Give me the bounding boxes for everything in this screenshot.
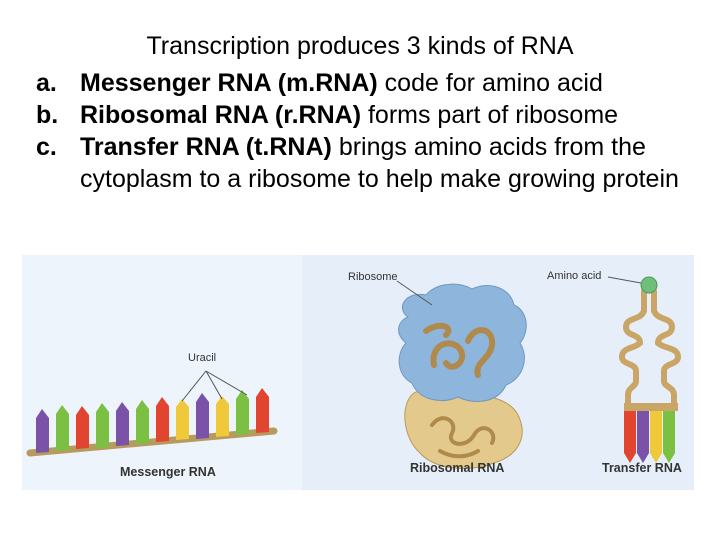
mrna-base-red: [156, 397, 169, 442]
uracil-base: [176, 399, 189, 440]
mrna-base-purple: [196, 393, 209, 439]
ribosomal-rna-strand-lower: [430, 416, 496, 459]
ribosome: Ribosome Ribosomal RNA: [348, 271, 527, 475]
slide-title: Transcription produces 3 kinds of RNA: [146, 32, 574, 60]
mrna-base-purple: [36, 409, 49, 453]
messenger-rna-caption: Messenger RNA: [120, 465, 216, 479]
ribosomal-rna-strand-upper: [423, 322, 496, 378]
rna-illustration: Uracil Messenger RNA Ribosome Ribosomal …: [22, 255, 694, 490]
trna-backbone: [618, 288, 682, 408]
description-trna: brings amino acids from the cytoplasm to…: [80, 133, 679, 193]
rna-illustration-svg: Uracil Messenger RNA Ribosome Ribosomal …: [22, 255, 694, 490]
mrna-backbone: [26, 427, 278, 457]
ribosome-label: Ribosome: [348, 271, 398, 283]
mrna-base-green: [136, 400, 149, 444]
trna-base-green: [663, 411, 675, 463]
trna-base-yellow: [650, 411, 662, 463]
uracil-base: [216, 396, 229, 437]
mrna-base-green: [56, 405, 69, 451]
list-item-mrna: a. Messenger RNA (m.RNA) code for amino a…: [36, 67, 706, 99]
list-item-trna: c. Transfer RNA (t.RNA) brings amino acid…: [36, 131, 706, 195]
term-mrna: Messenger RNA (m.RNA): [80, 69, 378, 97]
transfer-rna: Amino acid Transfer RNA: [547, 270, 682, 475]
amino-acid-pointer-line: [607, 276, 642, 284]
rna-types-list: a. Messenger RNA (m.RNA) code for amino a…: [36, 67, 706, 195]
trna-base-purple: [637, 411, 649, 463]
uracil-label: Uracil: [188, 352, 216, 364]
list-marker: a.: [36, 69, 57, 97]
term-rrna: Ribosomal RNA (r.RNA): [80, 101, 362, 129]
mrna-base-green: [236, 390, 249, 435]
transfer-rna-caption: Transfer RNA: [602, 461, 682, 475]
ribosomal-rna-caption: Ribosomal RNA: [410, 461, 504, 475]
list-marker: c.: [36, 133, 57, 161]
ribosome-pointer-line: [396, 280, 433, 306]
trna-base-red: [624, 411, 636, 463]
uracil-pointer-lines: [181, 370, 248, 402]
mrna-base-red: [76, 406, 89, 449]
list-marker: b.: [36, 101, 59, 129]
amino-acid-label: Amino acid: [547, 270, 601, 282]
amino-acid-icon: [640, 276, 658, 294]
description-mrna: code for amino acid: [377, 69, 603, 97]
term-trna: Transfer RNA (t.RNA): [80, 133, 332, 161]
mrna-base-purple: [116, 402, 129, 446]
messenger-rna-strand: Uracil Messenger RNA: [26, 352, 278, 479]
mrna-base-green: [96, 403, 109, 448]
trna-anticodon-base-bar: [624, 403, 678, 411]
description-rrna: forms part of ribosome: [361, 101, 619, 129]
ribosome-large-subunit: [398, 283, 527, 402]
list-item-rrna: b. Ribosomal RNA (r.RNA) forms part of ri…: [36, 99, 706, 131]
mrna-base-red: [256, 388, 269, 433]
